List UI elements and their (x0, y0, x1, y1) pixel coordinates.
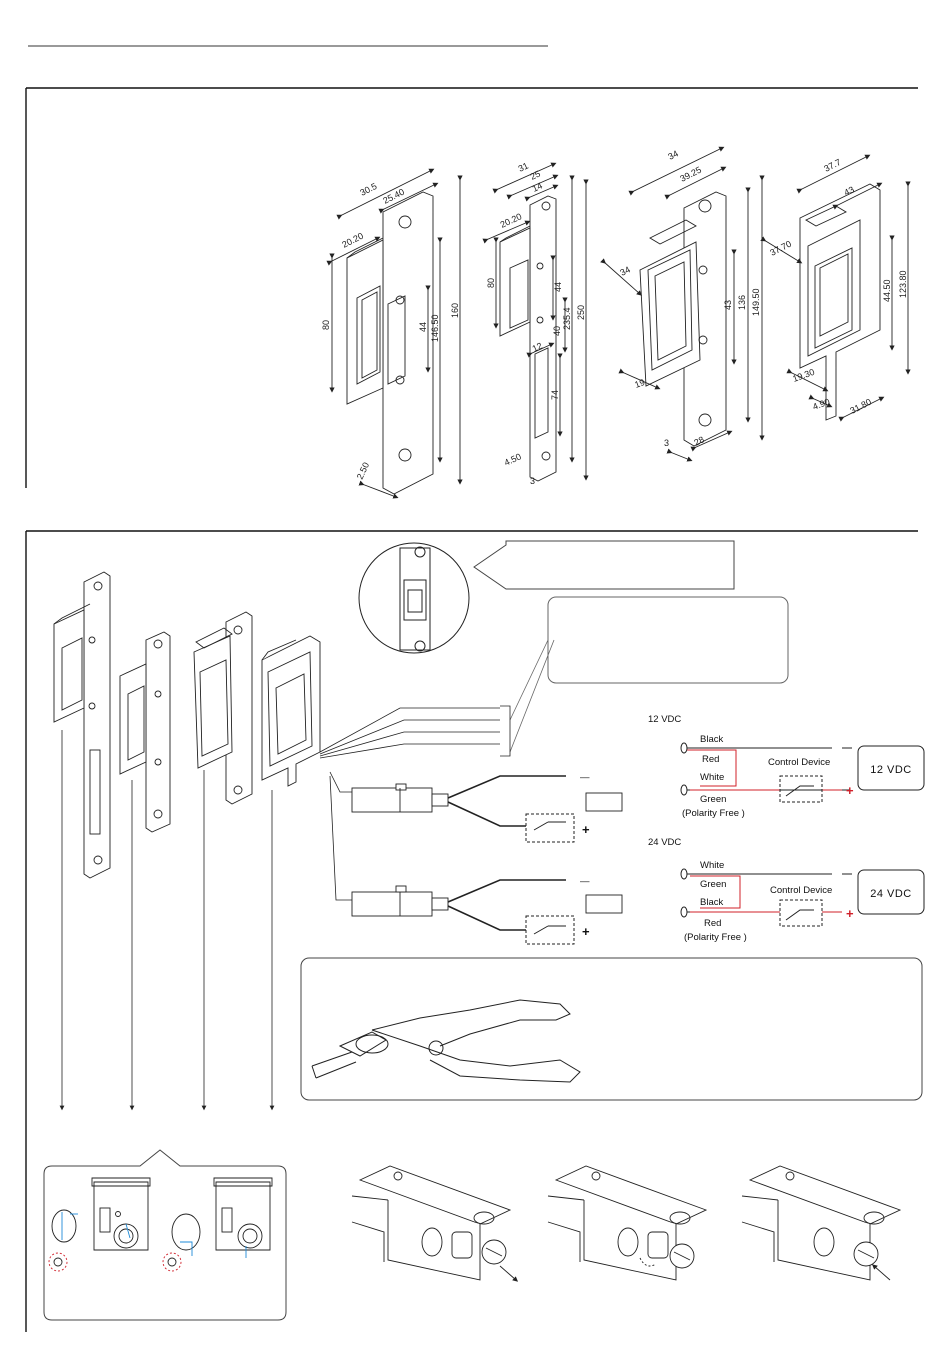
dim-b-h-plate: 235.4 (562, 307, 572, 330)
screw-step-1 (351, 1165, 519, 1282)
dim-d-d: 37.70 (768, 239, 793, 258)
dim-a-h-mid: 44 (418, 322, 428, 332)
dim-c-t: 3 (664, 438, 669, 448)
zoom-detail-circle (358, 542, 470, 654)
wiring-12v-wire-1: Black (700, 734, 723, 745)
wiring-12v-supply: 12 VDC (870, 764, 912, 776)
dim-b-slot-h: 74 (550, 390, 560, 400)
dim-c-d: 34 (618, 264, 631, 277)
dimension-labels-model-c: 34 39.25 34 43 136 149.50 19 28 3 (618, 148, 761, 448)
wiring-24v-note: (Polarity Free ) (684, 932, 747, 943)
wiring-12v-supply-box (857, 745, 925, 791)
connector1-minus: — (580, 772, 590, 783)
dim-c-b: 19 (633, 377, 646, 390)
connector2-plus: + (582, 924, 590, 939)
callout-leader (509, 639, 555, 753)
wiring-24v-control: Control Device (770, 885, 832, 896)
wiring-12v-plus: + (846, 783, 854, 798)
dim-b-h-mid: 44 (553, 282, 563, 292)
screw-step-2 (547, 1165, 708, 1281)
dim-b-d: 20.20 (499, 211, 524, 230)
dim-d-c: 31.80 (848, 397, 873, 416)
dim-a-h-total: 160 (450, 303, 460, 318)
product-strike-3 (193, 611, 253, 805)
switch-dashed-2 (525, 915, 575, 945)
wiring-12v-wire-2: Red (702, 754, 719, 765)
wiring-24v-wire-1: White (700, 860, 724, 871)
dim-a-h-body: 80 (321, 320, 331, 330)
dim-c-c: 28 (692, 434, 705, 447)
dim-d-w2: 43 (842, 184, 855, 197)
dim-b-w3: 14 (531, 181, 544, 194)
product-strike-4 (261, 635, 321, 787)
wiring-24v-supply-box (857, 869, 925, 915)
dimension-drawing-model-b (482, 162, 589, 482)
wiring-24v-heading: 24 VDC (648, 837, 681, 848)
connector2-tag (585, 894, 623, 914)
wiring-24v-wire-3: Black (700, 897, 723, 908)
dim-d-h-total: 123.80 (898, 270, 908, 298)
dim-c-h-plate: 136 (737, 295, 747, 310)
section-dimensions-frame (25, 87, 918, 488)
dim-b-t: 3 (530, 476, 535, 486)
dim-d-b: 19.30 (791, 367, 816, 384)
product-strike-1 (53, 571, 111, 879)
dimension-drawing-model-a (326, 168, 463, 499)
wiring-12v-wire-4: Green (700, 794, 726, 805)
orientation-step-2 (162, 1177, 273, 1272)
dim-d-w1: 37.7 (822, 157, 842, 174)
connector-plug-1 (351, 775, 566, 827)
section-wiring-frame (25, 530, 918, 1332)
dim-b-slot-w: 12 (531, 341, 544, 354)
wiring-12v-diagram (680, 742, 852, 803)
dim-b-w1: 31 (517, 161, 530, 174)
dimension-drawing-model-c (600, 146, 765, 462)
wiring-24v-supply: 24 VDC (870, 888, 912, 900)
dim-c-h-total: 149.50 (751, 288, 761, 316)
wiring-24v-wire-4: Red (704, 918, 721, 929)
dim-b-w2: 25 (529, 169, 542, 182)
dim-b-h-total: 250 (576, 305, 586, 320)
connector1-plus: + (582, 822, 590, 837)
dimension-drawing-model-d (760, 154, 911, 422)
switch-dashed-1 (525, 813, 575, 843)
screw-step-3 (741, 1165, 902, 1281)
connector1-tag (585, 792, 623, 812)
orientation-step-1 (48, 1177, 151, 1272)
dim-b-h-body: 80 (486, 278, 496, 288)
dim-a-h-plate: 146.50 (430, 314, 440, 342)
wiring-12v-control: Control Device (768, 757, 830, 768)
wiring-24v-diagram (680, 868, 852, 927)
dim-a-d: 20.20 (340, 231, 365, 250)
callout-note-box (547, 596, 789, 684)
dim-b-h-b: 40 (552, 326, 562, 336)
dim-a-w1: 30.5 (358, 181, 378, 198)
pliers-illustration (311, 999, 581, 1083)
callout-arrow-box (473, 540, 735, 590)
connector-plug-2 (351, 879, 566, 931)
dim-c-h-mid: 43 (723, 300, 733, 310)
wiring-12v-heading: 12 VDC (648, 714, 681, 725)
wiring-24v-plus: + (846, 906, 854, 921)
crimp-instruction-box (300, 957, 923, 1101)
connector2-minus: — (580, 876, 590, 887)
product-reference-lines (59, 730, 275, 1111)
dim-d-h-mid: 44.50 (882, 279, 892, 302)
dim-c-w1: 34 (666, 148, 679, 161)
dim-a-t: 2.50 (355, 461, 371, 481)
product-strike-2 (119, 631, 171, 833)
dim-b-hole: 4.50 (503, 451, 523, 467)
wiring-24v-wire-2: Green (700, 879, 726, 890)
wiring-12v-wire-3: White (700, 772, 724, 783)
wiring-12v-note: (Polarity Free ) (682, 808, 745, 819)
cable-bundle (319, 705, 511, 901)
